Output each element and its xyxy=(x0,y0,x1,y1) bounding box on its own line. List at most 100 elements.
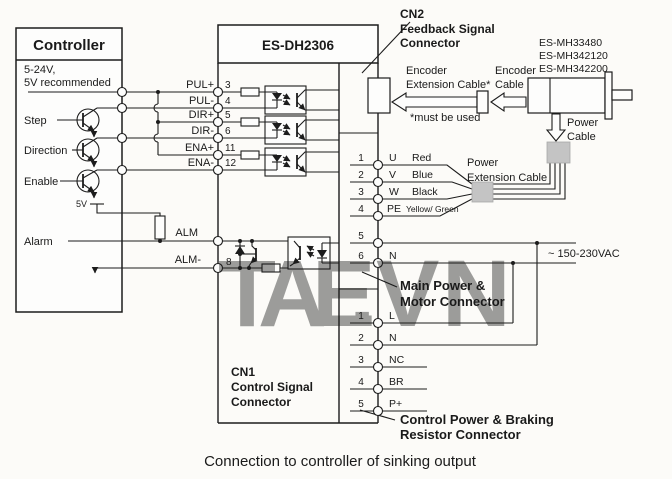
cn2-pointer-line xyxy=(361,21,411,74)
ena-plus-label: ENA+ xyxy=(185,142,214,154)
cn2-connector xyxy=(361,21,411,114)
alarm-wires xyxy=(68,203,294,274)
controller-title: Controller xyxy=(33,37,105,54)
nc-label: NC xyxy=(389,354,405,366)
direction-label: Direction xyxy=(24,145,67,157)
motor-shaft xyxy=(611,89,633,101)
enable-transistor xyxy=(60,169,100,199)
wire-color-red: Red xyxy=(412,152,431,164)
cpower-pin2-number: 2 xyxy=(358,333,364,344)
power-cable-arrow xyxy=(545,113,567,142)
wire-color-blue: Blue xyxy=(412,169,433,181)
br-label: BR xyxy=(389,376,404,388)
power-pin4-number: 4 xyxy=(358,204,364,215)
motor-model-2: ES-MH342120 xyxy=(539,50,608,62)
cn1-label-1: CN1 xyxy=(231,365,255,379)
driver-title-box xyxy=(217,24,379,64)
must-be-used-note: *must be used xyxy=(410,112,480,124)
ac-voltage-label: ~ 150-230VAC xyxy=(548,248,620,260)
power-ext-label-1: Power xyxy=(467,157,499,169)
encoder-cable-label-2: Cable xyxy=(495,79,524,91)
alarm-label: Alarm xyxy=(24,236,53,248)
watermark: T A E . V N xyxy=(218,241,511,347)
pin3-number: 3 xyxy=(225,80,231,91)
pin8-number: 8 xyxy=(226,257,232,268)
pin-terminals xyxy=(116,86,384,417)
dir-minus-label: DIR- xyxy=(191,125,214,137)
power-cable-label-2: Cable xyxy=(567,131,596,143)
step-label: Step xyxy=(24,115,47,127)
control-power-caption-2: Resistor Connector xyxy=(400,427,521,442)
step-transistor xyxy=(57,107,100,138)
voltage-note-2: 5V recommended xyxy=(24,77,111,89)
line-l-label: L xyxy=(389,310,395,322)
cn2-label-1: CN2 xyxy=(400,7,424,21)
phase-v-label: V xyxy=(389,169,396,181)
power-ext-connector xyxy=(471,181,494,203)
power-pin3-number: 3 xyxy=(358,187,364,198)
encoder-cable-label-1: Encoder xyxy=(495,65,536,77)
alm-minus-label: ALM- xyxy=(175,254,202,266)
opto-isolator-ena xyxy=(240,147,339,177)
cpower-pin1-number: 1 xyxy=(358,311,364,322)
power-pin6-number: 6 xyxy=(358,251,364,262)
power-pin1-number: 1 xyxy=(358,153,364,164)
encoder-ext-label-2: Extension Cable* xyxy=(406,79,491,91)
watermark-letter: V xyxy=(376,241,439,347)
watermark-letter: T xyxy=(218,241,276,347)
power-cable-label-1: Power xyxy=(567,117,599,129)
phase-pe-label: PE xyxy=(387,203,401,215)
driver-title: ES-DH2306 xyxy=(262,38,335,53)
dir-plus-label: DIR+ xyxy=(189,109,214,121)
power-pin5-number: 5 xyxy=(358,231,364,242)
neutral-label: N xyxy=(389,250,397,262)
watermark-letter: N xyxy=(442,241,511,347)
p-plus-label: P+ xyxy=(389,398,402,410)
cpower-pin3-number: 3 xyxy=(358,355,364,366)
encoder-ext-label-1: Encoder xyxy=(406,65,447,77)
watermark-letter: . xyxy=(349,241,375,347)
alm-label: ALM xyxy=(175,227,198,239)
diagram-caption: Connection to controller of sinking outp… xyxy=(204,453,477,470)
motor-model-3: ES-MH342200 xyxy=(539,63,608,75)
pin4-number: 4 xyxy=(225,96,231,107)
main-power-caption-1: Main Power & xyxy=(400,278,485,293)
watermark-letter: E xyxy=(312,241,375,347)
watermark-letter: A xyxy=(258,241,327,347)
cn1-label-3: Connector xyxy=(231,395,291,409)
power-connector-wires xyxy=(350,164,576,412)
main-power-caption-2: Motor Connector xyxy=(400,294,505,309)
voltage-note-1: 5-24V, xyxy=(24,64,55,76)
encoder-cable-connector xyxy=(476,90,489,114)
cpower-pin4-number: 4 xyxy=(358,377,364,388)
cn2-label-3: Connector xyxy=(400,36,460,50)
5v-label: 5V xyxy=(76,199,87,209)
pin12-number: 12 xyxy=(225,158,237,169)
motor-model-1: ES-MH33480 xyxy=(539,37,602,49)
encoder-cable-arrow xyxy=(490,91,527,113)
pul-plus-label: PUL+ xyxy=(186,79,214,91)
motor-flange xyxy=(604,71,613,120)
phase-w-label: W xyxy=(389,186,399,198)
control-power-caption-1: Control Power & Braking xyxy=(400,412,554,427)
motor xyxy=(527,71,633,142)
motor-power-connector xyxy=(546,141,571,164)
power-pin2-number: 2 xyxy=(358,170,364,181)
alarm-opto-circuit xyxy=(235,236,339,273)
pin11-number: 11 xyxy=(225,143,236,154)
cn1-label-2: Control Signal xyxy=(231,380,313,394)
pin5-number: 5 xyxy=(225,110,231,121)
wire-color-black: Black xyxy=(412,186,438,198)
phase-u-label: U xyxy=(389,152,397,164)
pullup-resistor xyxy=(154,215,166,240)
pul-minus-label: PUL- xyxy=(189,95,214,107)
opto-isolator-dir xyxy=(240,115,339,145)
cpower-pin5-number: 5 xyxy=(358,399,364,410)
wire-color-yellow-green: Yellow/ Green xyxy=(406,204,459,214)
main-power-pointer-line xyxy=(361,271,398,288)
line-n-label: N xyxy=(389,332,397,344)
encoder-cables xyxy=(390,90,527,114)
power-ext-label-2: Extension Cable xyxy=(467,172,547,184)
